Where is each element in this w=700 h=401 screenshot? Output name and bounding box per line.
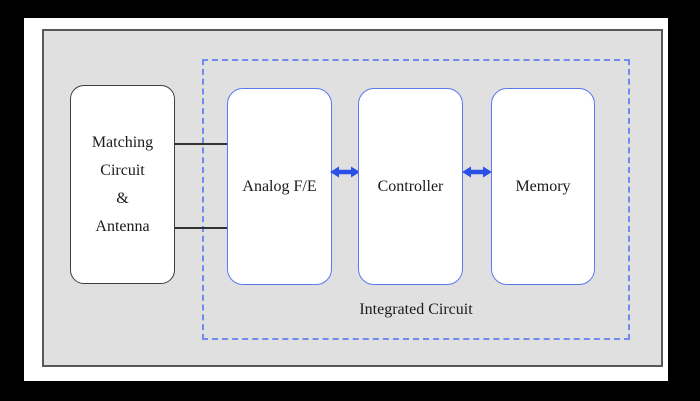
block-label-line: & bbox=[116, 189, 129, 207]
bidirectional-arrow-icon bbox=[462, 166, 492, 178]
block-controller: Controller bbox=[358, 88, 463, 285]
antenna-connection-line-top bbox=[175, 143, 227, 145]
block-label: Memory bbox=[515, 177, 571, 195]
bidirectional-arrow-icon bbox=[330, 166, 360, 178]
integrated-circuit-label: Integrated Circuit bbox=[359, 301, 473, 318]
block-label: Analog F/E bbox=[242, 177, 317, 195]
block-analog-fe: Analog F/E bbox=[227, 88, 332, 285]
block-matching-circuit-antenna: Matching Circuit & Antenna bbox=[70, 85, 175, 284]
block-label: Controller bbox=[377, 177, 444, 195]
figure-page: Matching Circuit & Antenna Analog F/E Co… bbox=[24, 18, 668, 381]
block-label-line: Circuit bbox=[100, 161, 145, 179]
antenna-connection-line-bottom bbox=[175, 227, 227, 229]
block-label-line: Antenna bbox=[95, 217, 150, 235]
integrated-circuit-boundary bbox=[202, 59, 630, 340]
block-label-line: Matching bbox=[91, 133, 154, 151]
diagram-panel: Matching Circuit & Antenna Analog F/E Co… bbox=[42, 29, 663, 367]
block-memory: Memory bbox=[491, 88, 595, 285]
